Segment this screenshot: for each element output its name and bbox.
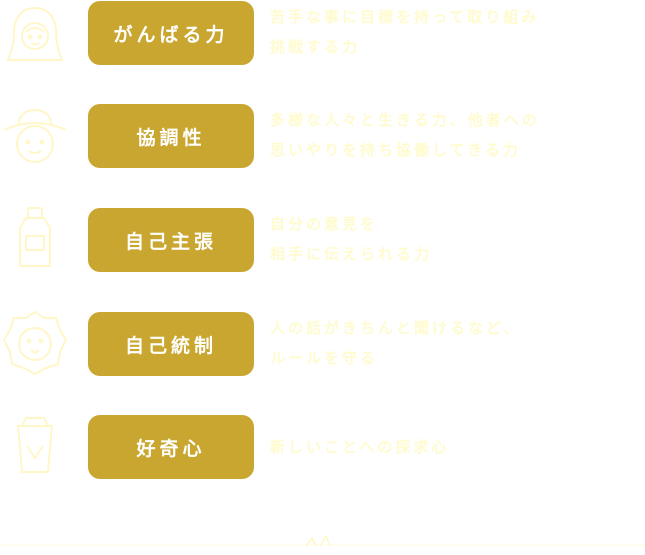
- girl-face-icon: [0, 2, 70, 72]
- description-line: 新しいことへの探求心: [270, 438, 450, 456]
- cup-icon: [0, 410, 70, 480]
- skill-description-curiosity: 新しいことへの探求心: [270, 432, 640, 462]
- description-line: 思いやりを持ち協働してきる力: [270, 141, 521, 159]
- description-line: 相手に伝えられる力: [270, 245, 433, 263]
- farmer-face-icon: [0, 102, 70, 172]
- skill-description-self-assertion: 自分の意見を 相手に伝えられる力: [270, 209, 640, 269]
- skill-pill-self-control: 自己統制: [88, 312, 254, 376]
- bottom-divider: [0, 544, 645, 546]
- skill-pill-perseverance: がんばる力: [88, 1, 254, 65]
- skill-description-perseverance: 苦手な事に目標を持って取り組み 挑戦する力: [270, 2, 640, 62]
- skill-pill-self-assertion: 自己主張: [88, 208, 254, 272]
- bottom-leaf-icon: [300, 532, 340, 548]
- description-line: 苦手な事に目標を持って取り組み: [270, 8, 540, 26]
- skill-description-self-control: 人の話がきちんと聞けるなど、 ルールを守る: [270, 313, 640, 373]
- skill-pill-cooperation: 協調性: [88, 104, 254, 168]
- description-line: ルールを守る: [270, 349, 379, 367]
- description-line: 人の話がきちんと聞けるなど、: [270, 319, 522, 337]
- description-line: 挑戦する力: [270, 38, 361, 56]
- description-line: 多様な人々と生きる力、他者への: [270, 111, 540, 129]
- bottle-icon: [0, 204, 70, 274]
- lion-face-icon: [0, 308, 70, 378]
- skill-description-cooperation: 多様な人々と生きる力、他者への 思いやりを持ち協働してきる力: [270, 105, 640, 165]
- description-line: 自分の意見を: [270, 215, 379, 233]
- skill-pill-curiosity: 好奇心: [88, 415, 254, 479]
